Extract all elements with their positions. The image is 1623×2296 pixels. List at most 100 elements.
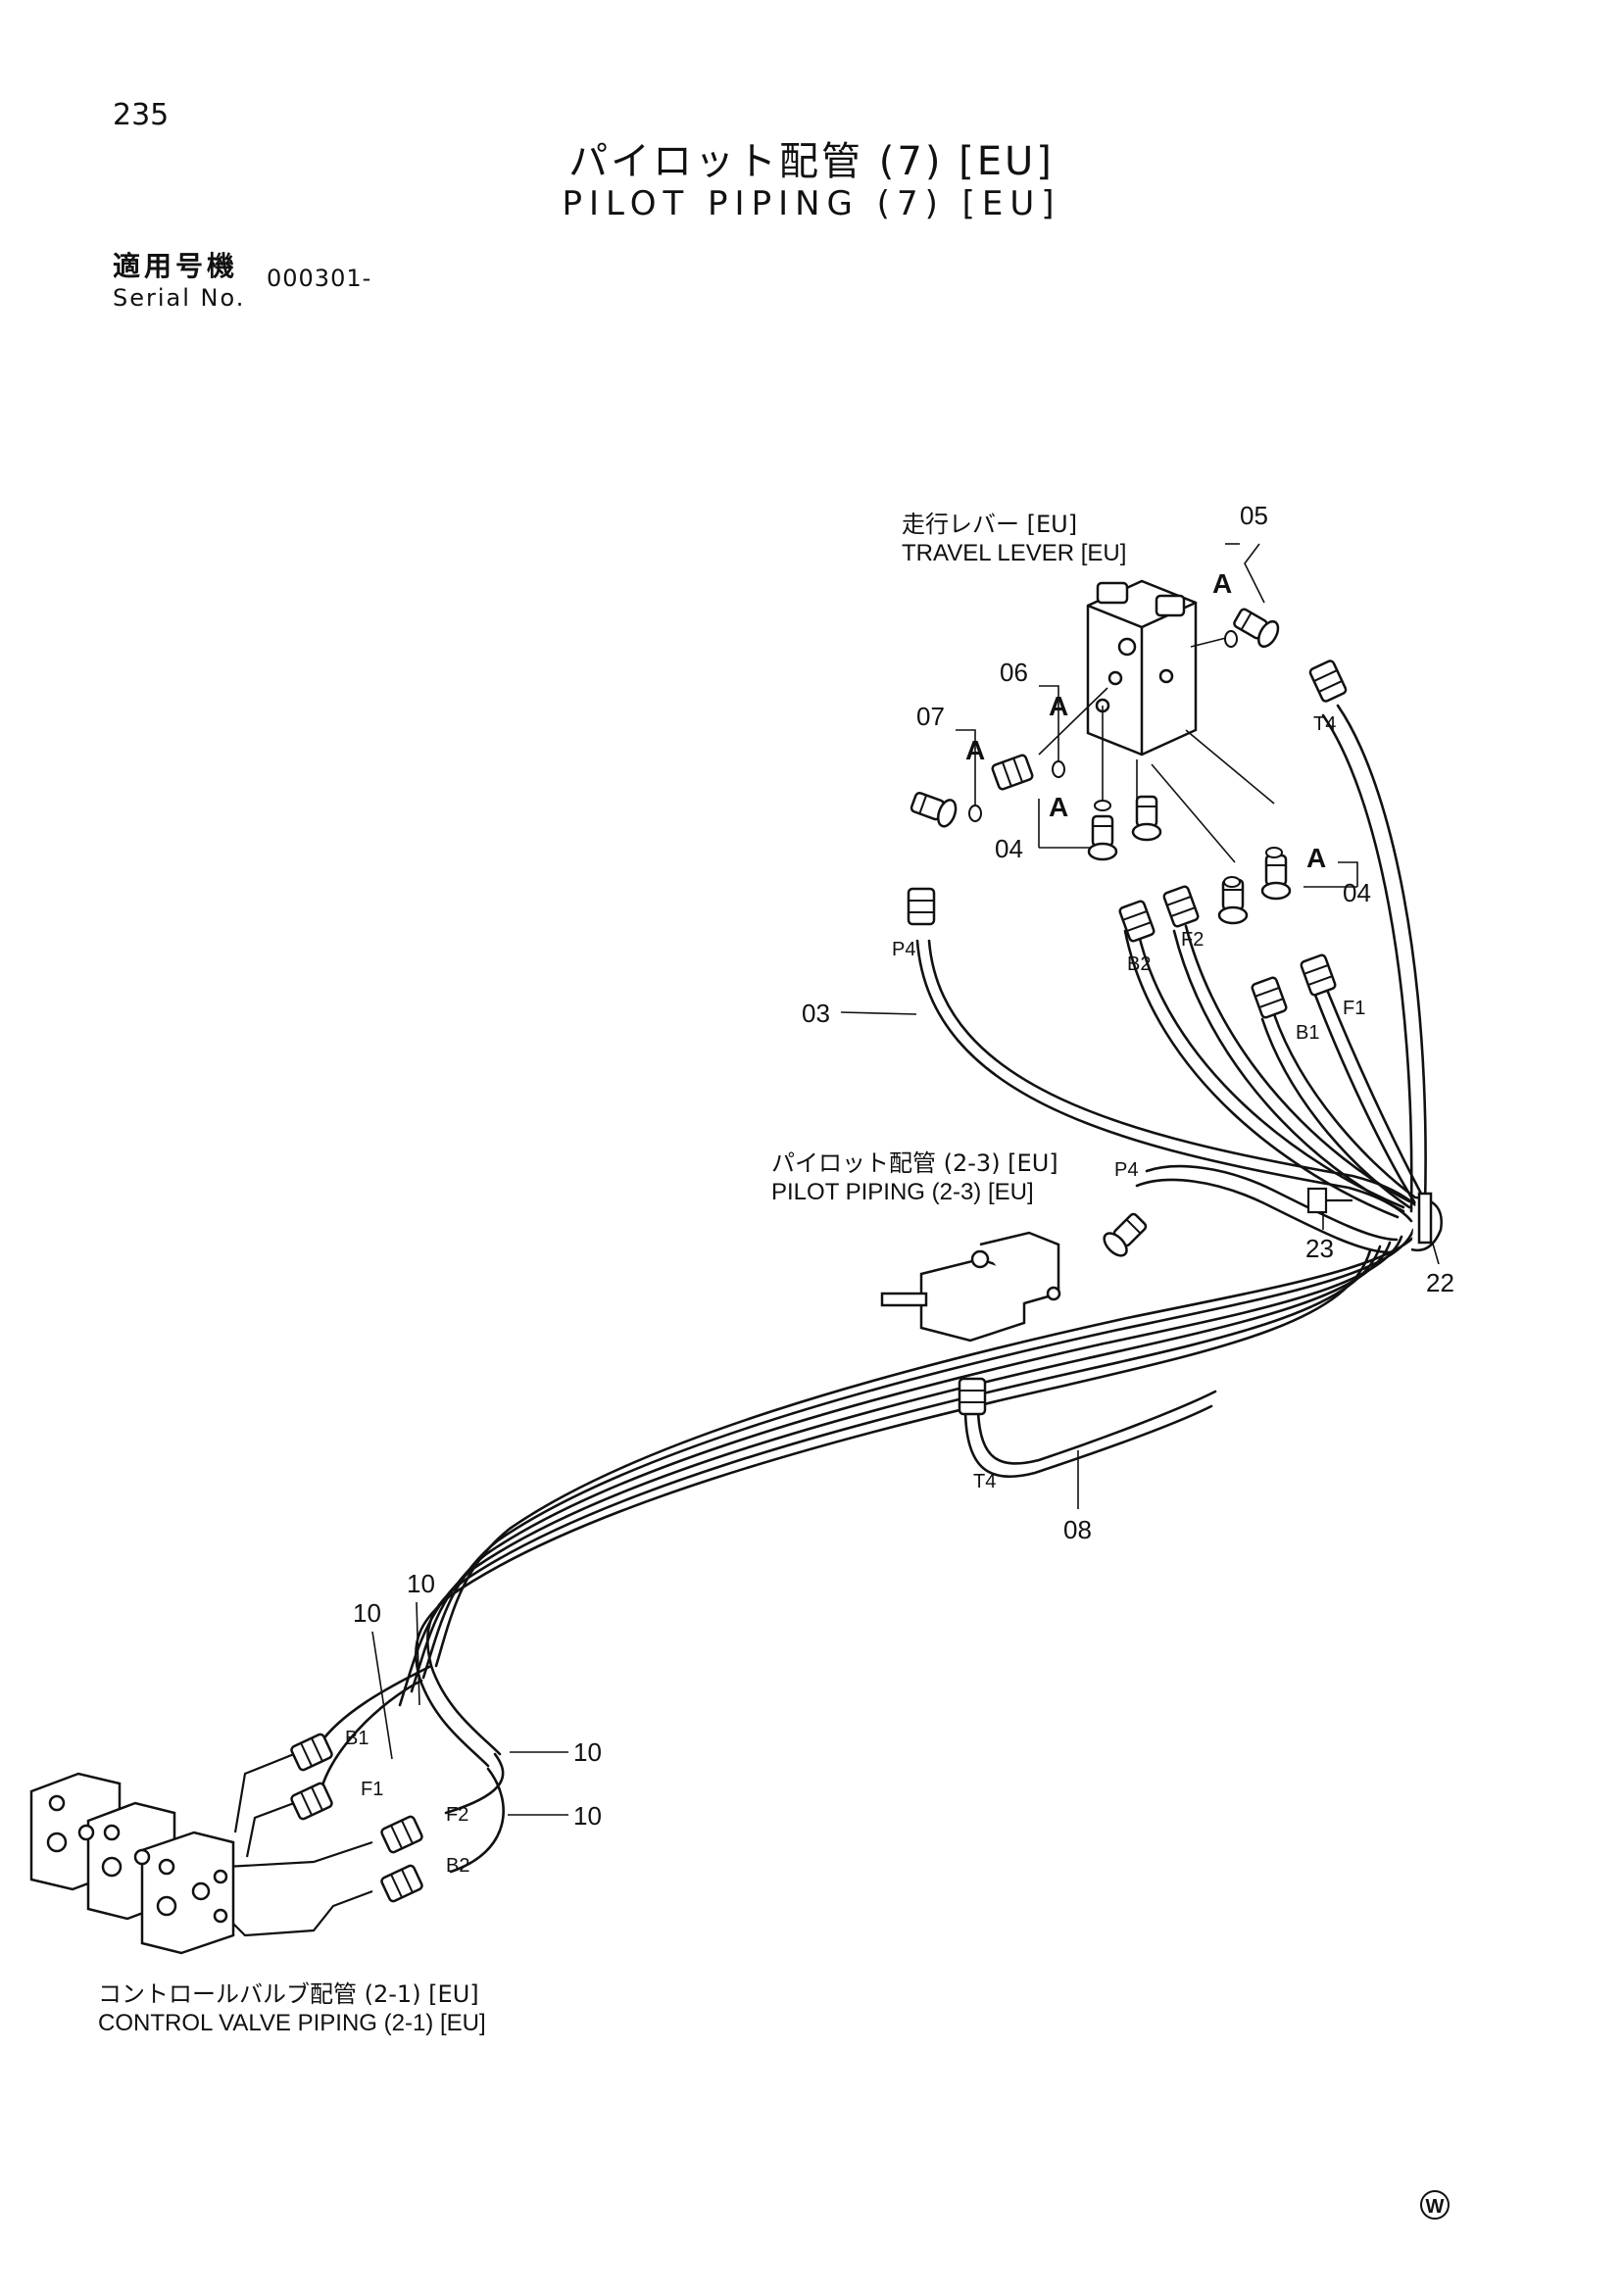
elbow-p4-joint: [1099, 1208, 1152, 1261]
port-label-f2-upper: F2: [1181, 929, 1204, 951]
fitting-f2-lower: [378, 1814, 425, 1855]
port-label-f2-lower: F2: [446, 1804, 468, 1826]
leader-10-left-2: [416, 1601, 420, 1706]
control-valve-label-jp: コントロールバルブ配管 (2-1) [EU]: [98, 1980, 479, 2008]
bracket-04-right: [1338, 861, 1358, 887]
travel-lever-label-en: TRAVEL LEVER [EU]: [902, 540, 1127, 566]
part-label-04-left: 04: [995, 834, 1023, 863]
leader-06: [1038, 687, 1108, 756]
port-label-b2-upper: B2: [1127, 953, 1151, 975]
detail-a-04-left: A: [1049, 792, 1068, 822]
pipe-f2: [224, 1840, 373, 1869]
pipe-b2: [229, 1889, 373, 1937]
hose-08-b: [963, 1404, 1213, 1478]
part-label-03: 03: [802, 999, 830, 1028]
corner-mark-letter: W: [1426, 2196, 1445, 2218]
part-label-10-top: 10: [407, 1569, 435, 1598]
control-valve-label-en: CONTROL VALVE PIPING (2-1) [EU]: [98, 2010, 486, 2036]
elbow-04-left: [1087, 814, 1118, 861]
hose-b1-b: [1260, 1017, 1411, 1209]
detail-a-markers: A A A A A: [965, 568, 1326, 873]
hose-03-a: [927, 939, 1423, 1212]
hoses: [312, 704, 1428, 1874]
detail-a-05: A: [1212, 568, 1232, 599]
hose-t4-a: [1336, 704, 1427, 1207]
hose-b1-lower: [312, 1664, 433, 1756]
fitting-t4-lower: [958, 1377, 987, 1416]
fitting-f2-upper: [1161, 884, 1201, 929]
page-number: 235: [113, 98, 170, 132]
o-ring-07: [968, 805, 982, 822]
o-ring-05: [1224, 630, 1238, 648]
port-label-t4-upper: T4: [1313, 713, 1336, 735]
bracket-06: [1039, 685, 1059, 769]
circled-w-mark: W: [1420, 2190, 1450, 2220]
port-label-p4-joint: P4: [1114, 1159, 1138, 1181]
travel-lever-body: [1086, 579, 1198, 757]
part-label-08: 08: [1063, 1515, 1092, 1544]
fitting-t4-upper: [1307, 658, 1349, 705]
detail-a-06: A: [1049, 691, 1068, 721]
leader-04-right2: [1185, 729, 1275, 805]
hose-p4-joint-b: [1135, 1178, 1392, 1254]
control-valve-block: [29, 1772, 235, 1955]
o-ring-04-right1: [1223, 876, 1241, 888]
serial-number-value: 000301-: [267, 265, 372, 292]
port-label-p4-upper: P4: [892, 939, 915, 960]
part-label-10-right-bottom: 10: [573, 1801, 602, 1831]
pipe-f1: [245, 1801, 295, 1858]
bolt-23: [1306, 1187, 1352, 1214]
part-label-06: 06: [1000, 658, 1028, 687]
bracket-05: [1244, 543, 1265, 604]
elbow-05: [1229, 603, 1284, 652]
bracket-07: [956, 729, 976, 813]
leader-05: [1190, 636, 1231, 648]
hose-f1-b: [1309, 983, 1417, 1205]
travel-lever-callout: 走行レバー [EU] TRAVEL LEVER [EU]: [902, 510, 1126, 568]
leader-10-left: [371, 1631, 393, 1760]
bundle-line-6: [415, 1248, 1372, 1768]
bundle-line-4: [398, 1241, 1392, 1707]
port-label-b2-lower: B2: [446, 1855, 469, 1877]
hose-08-a: [976, 1390, 1217, 1465]
part-label-04-right: 04: [1343, 878, 1371, 907]
port-label-f1-upper: F1: [1343, 998, 1365, 1019]
elbow-07: [908, 787, 960, 830]
fitting-f1-upper: [1299, 953, 1338, 998]
leader-04-right1: [1151, 763, 1236, 863]
hose-b2-lower: [449, 1767, 505, 1874]
elbow-04-mid: [1131, 795, 1162, 842]
serial-label-japanese: 適用号機: [113, 250, 239, 282]
port-label-b1-upper: B1: [1296, 1022, 1319, 1044]
fitting-f1-lower: [288, 1781, 335, 1822]
port-labels: T4 P4 B2 F2 B1 F1 P4 T4 B1 F1 F2 B2: [345, 713, 1365, 1877]
o-ring-04-right2: [1265, 847, 1283, 858]
part-label-07: 07: [916, 702, 945, 731]
port-label-t4-lower: T4: [973, 1471, 996, 1492]
port-label-f1-lower: F1: [361, 1779, 383, 1800]
o-ring-06: [1052, 760, 1065, 778]
leader-03: [840, 1011, 917, 1015]
detail-a-07: A: [965, 735, 985, 765]
hose-b1-a: [1272, 1012, 1417, 1199]
pilot-piping-callout: パイロット配管 (2-3) [EU] PILOT PIPING (2-3) [E…: [771, 1148, 1058, 1207]
hose-f1-a: [1321, 978, 1423, 1196]
fitting-06: [990, 753, 1035, 792]
fitting-b1-lower: [288, 1732, 335, 1773]
pilot-valve-body: [880, 1231, 1061, 1343]
page-title-english: PILOT PIPING (7) [EU]: [562, 184, 1061, 223]
hose-b2-b: [1123, 929, 1400, 1219]
o-rings: [968, 630, 1283, 888]
detail-a-04-right: A: [1306, 843, 1326, 873]
travel-lever-label-jp: 走行レバー [EU]: [902, 511, 1078, 538]
serial-label-english: Serial No.: [113, 284, 246, 312]
control-valve-pipes: [224, 1752, 373, 1937]
hose-t4-b: [1321, 713, 1413, 1213]
clamp-22: [1410, 1192, 1443, 1252]
part-label-22: 22: [1426, 1268, 1454, 1297]
o-ring-04-left: [1094, 800, 1111, 811]
elbow-04-right2: [1260, 854, 1292, 901]
page-title-japanese: パイロット配管 (7) [EU]: [568, 139, 1055, 184]
leader-lines: [371, 543, 1440, 1816]
